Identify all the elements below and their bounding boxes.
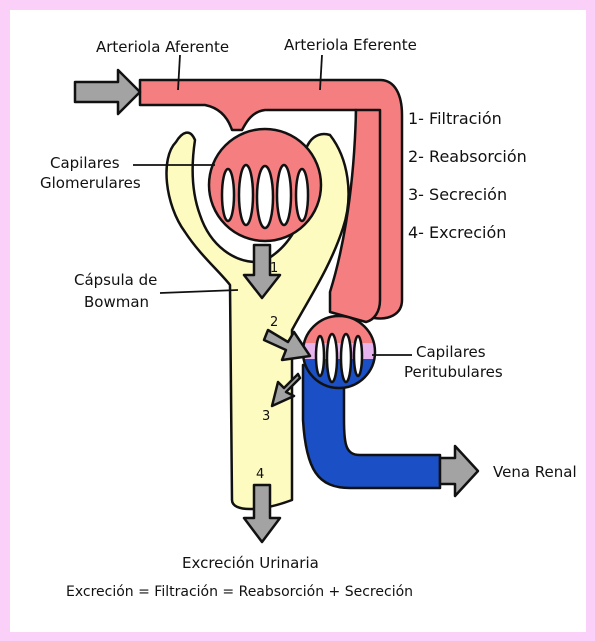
peritubular-label-1: Capilares (416, 343, 486, 361)
vena-label: Vena Renal (493, 463, 577, 481)
step-3: 3- Secreción (408, 185, 507, 204)
bowman-label-1: Cápsula de (74, 271, 157, 289)
marker-1: 1 (270, 261, 278, 276)
afferent-label: Arteriola Aferente (96, 38, 229, 56)
peritubular-label-2: Peritubulares (404, 363, 503, 381)
step-1: 1- Filtración (408, 109, 502, 128)
step-4: 4- Excreción (408, 223, 506, 242)
afferent-entry-arrow (75, 70, 140, 114)
nephron-diagram: Arteriola Aferente Arteriola Eferente Ca… (10, 10, 586, 632)
excrecion-urinaria-label: Excreción Urinaria (182, 554, 319, 572)
marker-3: 3 (262, 409, 270, 424)
step-2: 2- Reabsorción (408, 147, 527, 166)
efferent-label: Arteriola Eferente (284, 36, 417, 54)
marker-4: 4 (256, 467, 264, 482)
diagram-frame: Arteriola Aferente Arteriola Eferente Ca… (10, 10, 586, 632)
vena-exit-arrow (440, 446, 478, 496)
marker-2: 2 (270, 315, 278, 330)
bowman-label-2: Bowman (84, 293, 149, 311)
formula-label: Excreción = Filtración = Reabsorción + S… (66, 584, 413, 600)
glomerular-label-1: Capilares (50, 154, 120, 172)
glomerular-label-2: Glomerulares (40, 174, 141, 192)
